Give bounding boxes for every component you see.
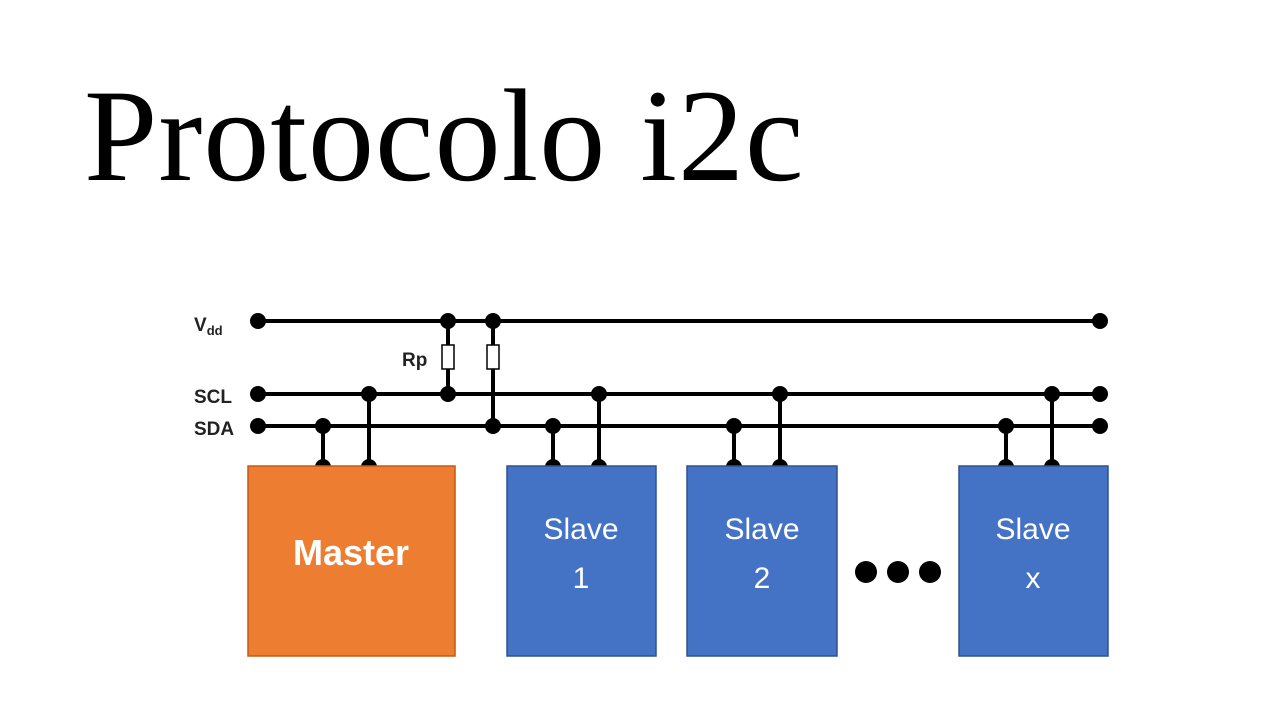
vdd-end-dot: [1092, 313, 1108, 329]
scl-label: SCL: [194, 387, 232, 408]
vdd-start-dot: [250, 313, 266, 329]
master-scl-junction: [361, 386, 377, 402]
slave1-label-line2: 1: [573, 562, 590, 595]
slavex-box: [958, 465, 1109, 657]
slave1-sda-junction: [545, 418, 561, 434]
slavex-scl-junction: [1044, 386, 1060, 402]
slavex-label-line2: x: [1026, 562, 1041, 595]
slave1-label-line1: Slave: [543, 513, 618, 546]
rp-sda-junction: [485, 418, 501, 434]
rp-sda-vdd-junction: [485, 313, 501, 329]
rp-label: Rp: [402, 350, 427, 371]
slavex-label-line1: Slave: [995, 513, 1070, 546]
slave2-label-line1: Slave: [724, 513, 799, 546]
sda-start-dot: [250, 418, 266, 434]
slave2-label-line2: 2: [754, 562, 771, 595]
master-box: [247, 465, 456, 657]
page-title: Protocolo i2c: [84, 62, 805, 209]
slave1-scl-junction: [591, 386, 607, 402]
sda-label: SDA: [194, 419, 234, 440]
slave2-scl-junction: [772, 386, 788, 402]
slave1-box: [506, 465, 657, 657]
rp-scl-resistor: [441, 344, 455, 370]
sda-end-dot: [1092, 418, 1108, 434]
slave2-sda-junction: [726, 418, 742, 434]
vdd-label: Vdd: [194, 315, 223, 338]
slavex-sda-junction: [998, 418, 1014, 434]
rp-scl-junction: [440, 386, 456, 402]
scl-start-dot: [250, 386, 266, 402]
ellipsis-icon: [855, 561, 941, 583]
rp-scl-vdd-junction: [440, 313, 456, 329]
scl-end-dot: [1092, 386, 1108, 402]
rp-sda-resistor: [486, 344, 500, 370]
master-label: Master: [293, 532, 409, 573]
slave2-box: [686, 465, 838, 657]
master-sda-junction: [315, 418, 331, 434]
